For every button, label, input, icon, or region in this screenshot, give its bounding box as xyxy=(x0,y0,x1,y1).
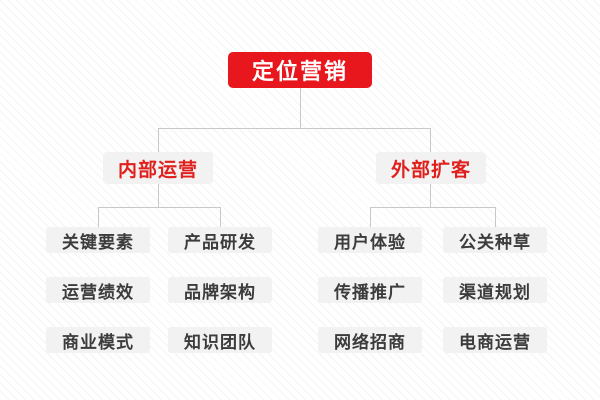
connector-level1-drop-left xyxy=(158,128,159,152)
connector-level1-drop-right xyxy=(430,128,431,152)
connector-left-branch-stem xyxy=(158,184,159,207)
connector-left-bracket-drop-2 xyxy=(220,207,221,227)
leaf-node-key-elements: 关键要素 xyxy=(46,227,150,253)
leaf-node-operation-performance: 运营绩效 xyxy=(46,277,150,303)
leaf-node-channel-planning: 渠道规划 xyxy=(443,277,547,303)
leaf-node-ecommerce-operation: 电商运营 xyxy=(443,327,547,353)
connector-right-bracket-drop-1 xyxy=(370,207,371,227)
connector-left-bracket-drop-1 xyxy=(98,207,99,227)
connector-level1-horizontal xyxy=(158,128,431,129)
branch-node-internal-operations: 内部运营 xyxy=(103,152,213,184)
leaf-node-user-experience: 用户体验 xyxy=(318,227,422,253)
connector-right-bracket-drop-2 xyxy=(495,207,496,227)
leaf-node-business-model: 商业模式 xyxy=(46,327,150,353)
connector-right-branch-stem xyxy=(430,184,431,207)
leaf-node-communication-promotion: 传播推广 xyxy=(318,277,422,303)
connector-right-bracket xyxy=(370,207,495,208)
root-node-positioning-marketing: 定位营销 xyxy=(228,52,372,88)
leaf-node-product-rd: 产品研发 xyxy=(168,227,272,253)
connector-root-trunk xyxy=(300,88,301,128)
connector-left-bracket xyxy=(98,207,220,208)
leaf-node-pr-seeding: 公关种草 xyxy=(443,227,547,253)
leaf-node-brand-architecture: 品牌架构 xyxy=(168,277,272,303)
leaf-node-knowledge-team: 知识团队 xyxy=(168,327,272,353)
leaf-node-online-investment: 网络招商 xyxy=(318,327,422,353)
branch-node-external-expansion: 外部扩客 xyxy=(376,152,486,184)
